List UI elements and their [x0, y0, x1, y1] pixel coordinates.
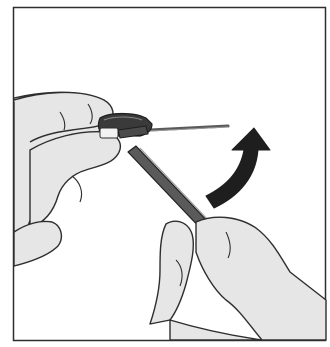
device-clip: [100, 128, 118, 138]
